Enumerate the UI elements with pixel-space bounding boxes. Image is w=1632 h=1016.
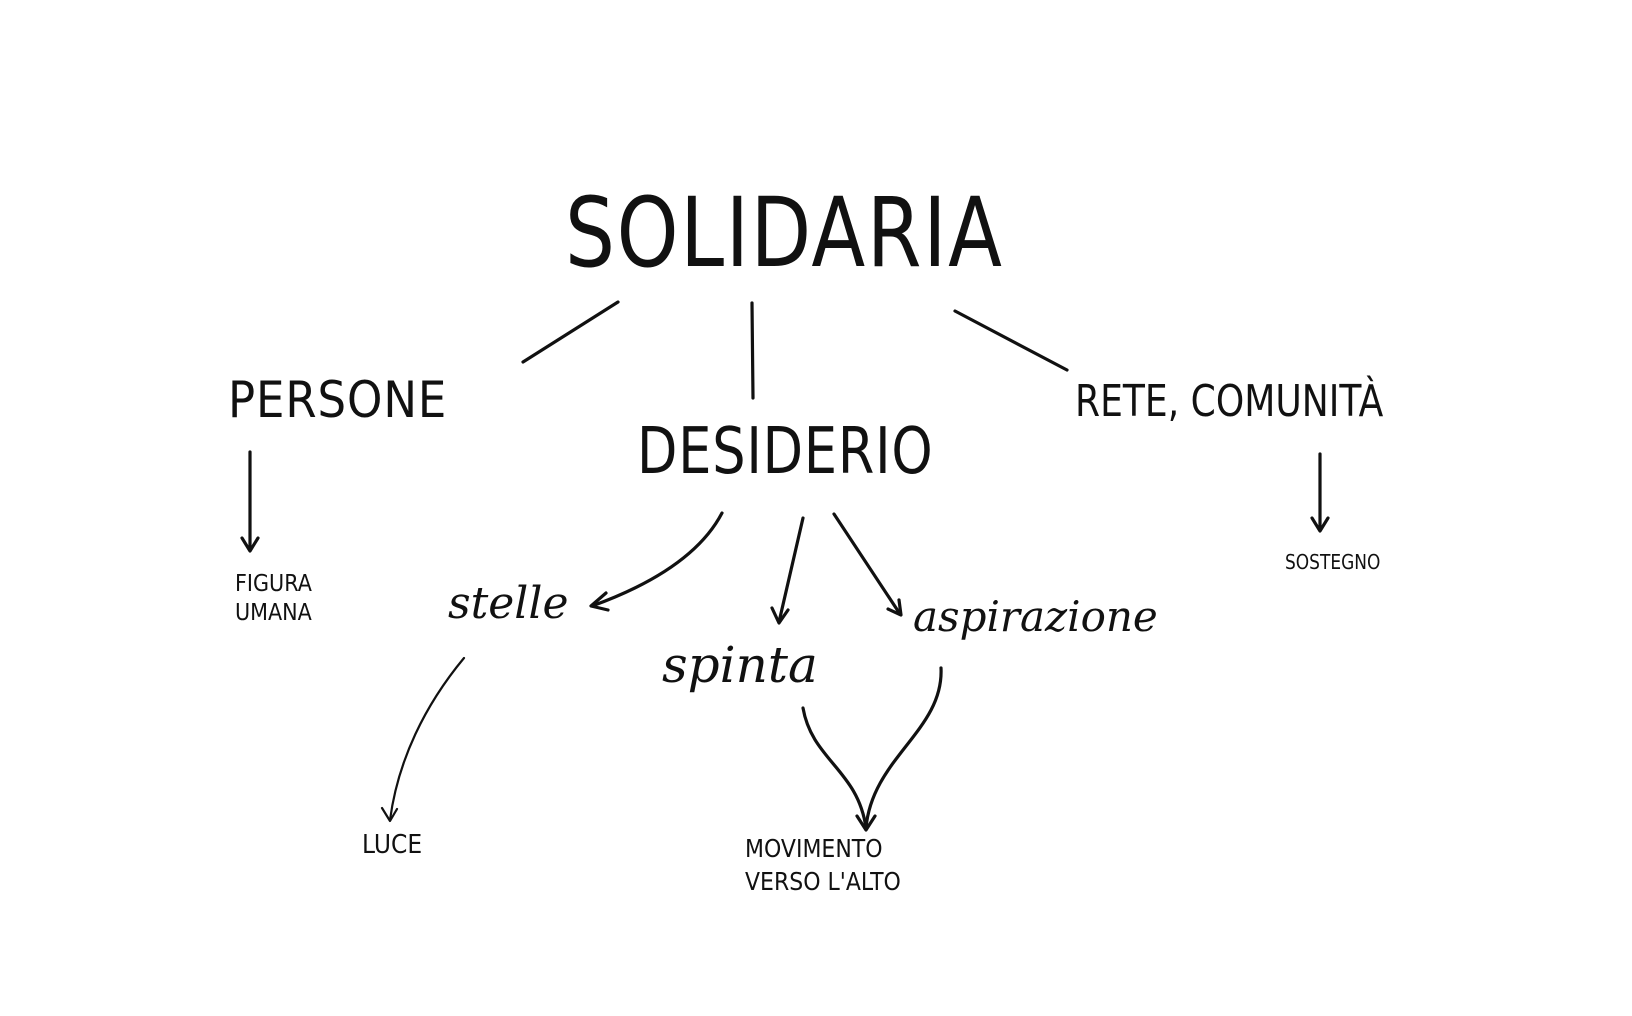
arrow-persone-figura (240, 450, 260, 553)
connector-root-desiderio (750, 301, 755, 400)
node-spinta: spinta (662, 636, 818, 694)
node-movimento-verso-alto: MOVIMENTO VERSO L'ALTO (745, 833, 901, 898)
node-luce: LUCE (362, 830, 423, 860)
node-sostegno: SOSTEGNO (1285, 550, 1381, 574)
arrow-rete-sostegno (1310, 452, 1330, 533)
node-aspirazione: aspirazione (913, 592, 1158, 641)
connector-root-rete (953, 309, 1069, 372)
arrow-merge-movimento (801, 666, 943, 832)
node-desiderio: DESIDERIO (637, 415, 934, 489)
node-persone: PERSONE (228, 371, 448, 429)
node-movimento-line-2: VERSO L'ALTO (745, 866, 901, 896)
node-figura-umana: FIGURA UMANA (235, 570, 312, 628)
node-movimento-line-1: MOVIMENTO (745, 834, 883, 863)
arrow-desiderio-stelle (589, 511, 724, 612)
arrow-desiderio-aspirazione (832, 512, 903, 617)
node-figura-line-1: FIGURA (235, 571, 312, 597)
arrow-desiderio-spinta (770, 516, 805, 625)
arrow-stelle-luce (380, 656, 466, 823)
node-stelle: stelle (448, 578, 569, 629)
node-figura-line-2: UMANA (235, 599, 312, 626)
root-node-label: SOLIDARIA (565, 177, 1004, 289)
node-rete-comunita: RETE, COMUNITÀ (1075, 376, 1384, 427)
connector-root-persone (521, 300, 620, 364)
